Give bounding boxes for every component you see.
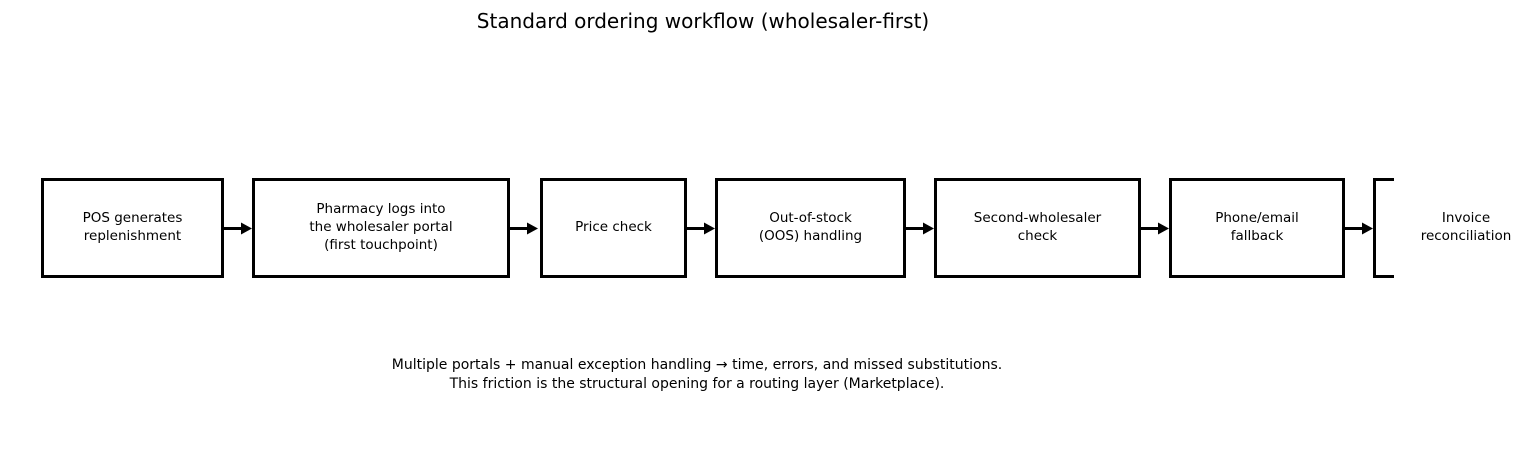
- flow-node-wholesaler-portal-login: Pharmacy logs into the wholesaler portal…: [252, 178, 510, 278]
- right-arrow-icon: [510, 222, 538, 235]
- flow-node-pos-replenishment: POS generates replenishment: [41, 178, 224, 278]
- diagram-caption: Multiple portals + manual exception hand…: [391, 357, 1003, 392]
- flow-node-oos-handling: Out-of-stock (OOS) handling: [715, 178, 906, 278]
- flow-node-label: Phone/email fallback: [1215, 210, 1299, 244]
- right-arrow-icon: [1141, 222, 1169, 235]
- flow-node-label: Price check: [575, 219, 652, 236]
- flow-node-price-check: Price check: [540, 178, 687, 278]
- right-arrow-icon: [224, 222, 252, 235]
- flow-node-label: POS generates replenishment: [82, 210, 183, 244]
- flow-node-invoice-reconciliation-clipped-border: [1373, 178, 1394, 278]
- flow-node-label: Pharmacy logs into the wholesaler portal…: [309, 201, 453, 253]
- flow-node-phone-email-fallback: Phone/email fallback: [1169, 178, 1345, 278]
- right-arrow-icon: [1345, 222, 1373, 235]
- right-arrow-icon: [906, 222, 934, 235]
- flow-node-second-wholesaler-check: Second-wholesaler check: [934, 178, 1141, 278]
- flow-node-label: Out-of-stock (OOS) handling: [758, 210, 863, 244]
- flow-node-invoice-reconciliation: Invoice reconciliation: [1420, 210, 1512, 244]
- flow-node-label: Second-wholesaler check: [973, 210, 1102, 244]
- right-arrow-icon: [687, 222, 715, 235]
- diagram-title: Standard ordering workflow (wholesaler-f…: [476, 9, 930, 33]
